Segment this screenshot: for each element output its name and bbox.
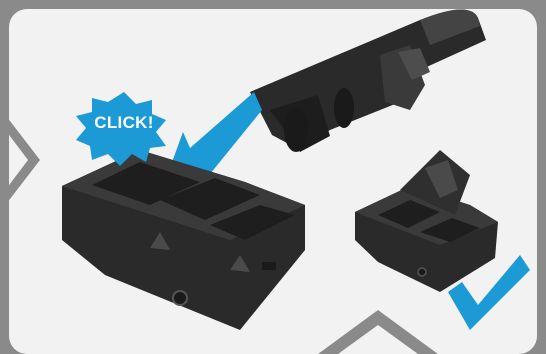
click-label: CLICK! xyxy=(84,113,164,133)
